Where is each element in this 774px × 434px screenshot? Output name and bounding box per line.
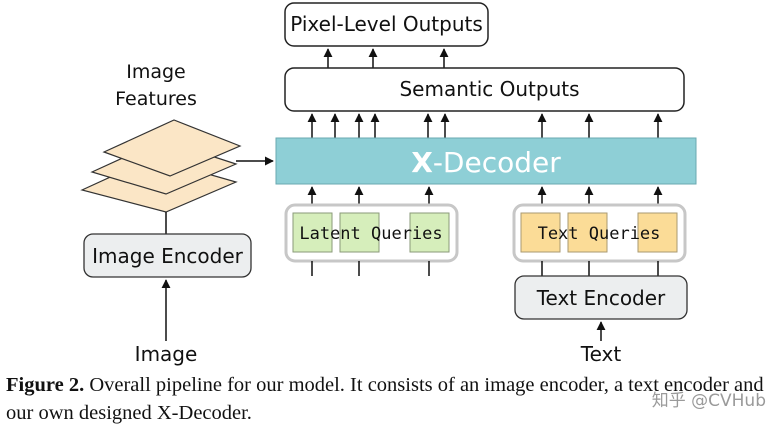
semantic-arrows: [307, 113, 663, 138]
pixel-level-outputs-box: [284, 2, 489, 47]
latent-query-input-lines: [311, 261, 430, 276]
image-features-label-line2: Features: [115, 88, 197, 110]
figure-caption: Figure 2. Overall pipeline for our model…: [6, 371, 774, 427]
text-query-arrows: [537, 186, 663, 205]
text-query-token-1: [520, 212, 561, 253]
text-encoder-to-queries-lines: [541, 261, 659, 276]
image-encoder-box: [83, 233, 252, 278]
text-input-label: Text: [580, 342, 622, 366]
text-queries-label: Text Queries: [538, 224, 661, 244]
text-encoder-label: Text Encoder: [536, 286, 666, 310]
latent-query-token-2: [339, 212, 380, 253]
semantic-outputs-label: Semantic Outputs: [399, 77, 579, 101]
latent-query-arrows: [307, 186, 434, 205]
latent-query-token-3: [409, 212, 450, 253]
pixel-arrows: [323, 48, 449, 68]
text-encoder-box: [514, 275, 688, 320]
image-encoder-label: Image Encoder: [92, 244, 244, 268]
figure-number: Figure 2.: [6, 374, 85, 396]
image-features-label-line1: Image: [126, 61, 186, 83]
latent-query-token-1: [292, 212, 333, 253]
text-query-token-3: [637, 212, 678, 253]
pixel-level-outputs-label: Pixel-Level Outputs: [290, 12, 483, 36]
semantic-outputs-box: [284, 67, 685, 112]
x-decoder-label: X-Decoder: [411, 146, 561, 179]
latent-queries-label: Latent Queries: [299, 224, 442, 244]
image-input-label: Image: [135, 342, 198, 366]
figure-caption-text: Overall pipeline for our model. It consi…: [6, 374, 764, 424]
image-feature-maps: [80, 119, 242, 213]
x-decoder-block: [275, 137, 697, 185]
watermark: 知乎 @CVHub: [651, 391, 766, 411]
text-query-token-2: [567, 212, 608, 253]
